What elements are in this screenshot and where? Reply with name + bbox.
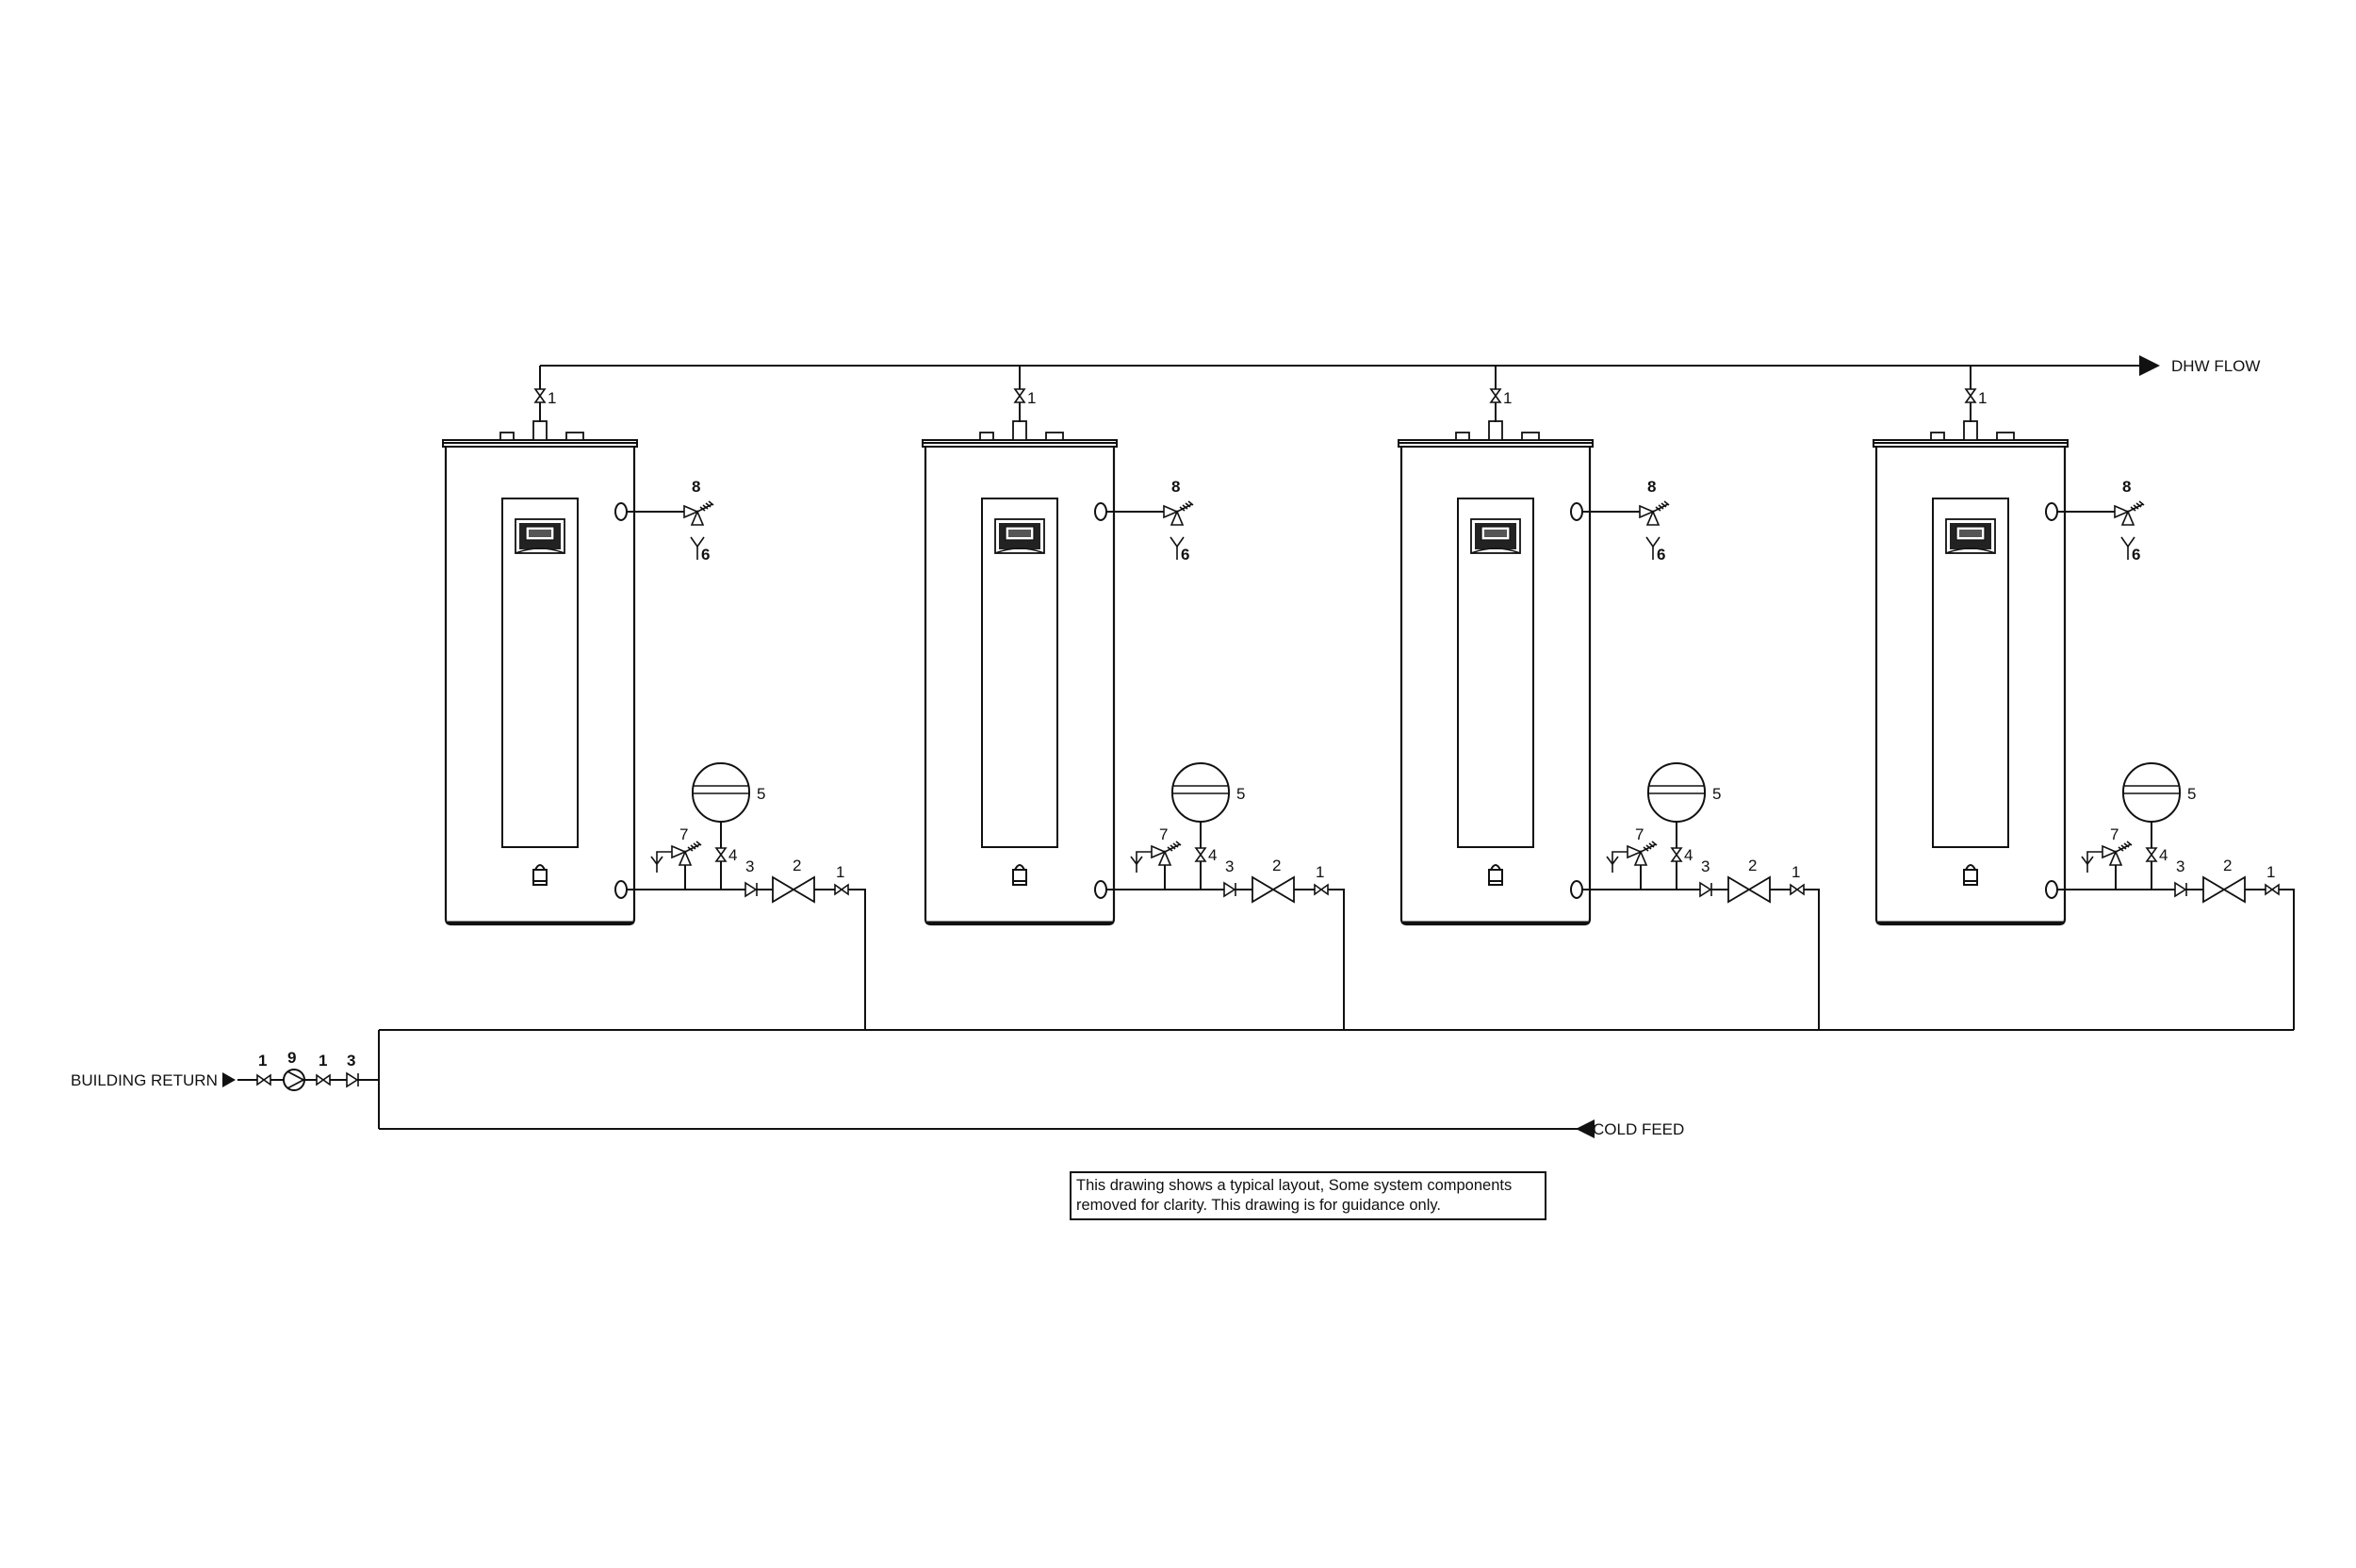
circulating-pump-icon (283, 1069, 305, 1091)
tag-1: 1 (548, 389, 556, 407)
expansion-relief-valve-icon (671, 841, 702, 866)
check-valve-icon (346, 1072, 359, 1087)
water-heater-1 (441, 419, 639, 926)
tp-relief-valve-icon (683, 500, 714, 526)
tag-4: 4 (2159, 846, 2168, 864)
check-valve-icon (2174, 882, 2187, 897)
tag-4: 4 (728, 846, 737, 864)
tag-1: 1 (1316, 863, 1324, 881)
tag-7: 7 (679, 825, 688, 843)
pressure-reducing-valve-icon (1727, 876, 1771, 903)
expansion-valve-icon (1195, 847, 1206, 862)
water-heater-2 (921, 419, 1119, 926)
isolation-valve-icon (1790, 884, 1805, 895)
tag-3: 3 (2176, 858, 2184, 875)
cold-header-pipes (237, 1029, 2294, 1130)
tag-1: 1 (1503, 389, 1512, 407)
isolation-valve-icon (534, 388, 546, 403)
guidance-note: This drawing shows a typical layout, Som… (1070, 1171, 1546, 1220)
tag-3: 3 (1225, 858, 1234, 875)
building-return-label: BUILDING RETURN (71, 1071, 218, 1089)
tag-1: 1 (1978, 389, 1987, 407)
isolation-valve-icon (1490, 388, 1501, 403)
isolation-valve-icon (834, 884, 849, 895)
check-valve-icon (1223, 882, 1236, 897)
expansion-relief-valve-icon (1151, 841, 1182, 866)
expansion-valve-icon (2146, 847, 2157, 862)
expansion-vessels (692, 762, 2181, 823)
water-heater-4 (1872, 419, 2070, 926)
dhw-risers (539, 366, 1972, 422)
tag-5: 5 (1236, 785, 1245, 803)
tag-7: 7 (1159, 825, 1168, 843)
check-valve-icon (744, 882, 758, 897)
tag-6: 6 (701, 546, 710, 564)
tag-1: 1 (1027, 389, 1036, 407)
note-line-2: removed for clarity. This drawing is for… (1076, 1197, 1441, 1214)
isolation-valve-icon (2265, 884, 2280, 895)
isolation-valve-icon (256, 1074, 271, 1086)
pressure-reducing-valve-icon (772, 876, 815, 903)
pressure-reducing-valve-icon (1252, 876, 1295, 903)
tag-1: 1 (319, 1052, 327, 1070)
isolation-valve-icon (1314, 884, 1329, 895)
tag-7: 7 (1635, 825, 1644, 843)
tag-8: 8 (692, 478, 700, 496)
cold-feed-arrow-icon (1576, 1119, 1595, 1138)
tag-7: 7 (2110, 825, 2119, 843)
pressure-reducing-valve-icon (2202, 876, 2246, 903)
tag-4: 4 (1208, 846, 1217, 864)
tag-2: 2 (1272, 857, 1281, 874)
expansion-vessel-diaphragms (694, 785, 2179, 794)
tp-relief-valve-icon (1639, 500, 1670, 526)
tag-8: 8 (2122, 478, 2131, 496)
tp-relief-valve-icon (1163, 500, 1194, 526)
tag-3: 3 (745, 858, 754, 875)
tag-2: 2 (2223, 857, 2232, 874)
tag-5: 5 (1712, 785, 1721, 803)
tag-8: 8 (1647, 478, 1656, 496)
isolation-valve-icon (1014, 388, 1025, 403)
tag-5: 5 (2187, 785, 2196, 803)
tag-9: 9 (287, 1049, 296, 1067)
expansion-relief-discharge (650, 851, 2102, 873)
isolation-valve-icon (316, 1074, 331, 1086)
isolation-valve-icon (1965, 388, 1976, 403)
tag-3: 3 (347, 1052, 355, 1070)
tag-5: 5 (757, 785, 765, 803)
note-line-1: This drawing shows a typical layout, Som… (1076, 1177, 1512, 1194)
dhw-flow-pipe (540, 355, 2160, 376)
tag-6: 6 (1657, 546, 1665, 564)
tag-1: 1 (1792, 863, 1800, 881)
building-return-arrow-icon (222, 1072, 236, 1087)
expansion-relief-valve-icon (2102, 841, 2133, 866)
water-heater-3 (1397, 419, 1595, 926)
tag-1: 1 (2266, 863, 2275, 881)
tag-3: 3 (1701, 858, 1710, 875)
tag-1: 1 (258, 1052, 267, 1070)
tp-relief-valve-icon (2114, 500, 2145, 526)
expansion-valve-icon (1671, 847, 1682, 862)
tag-6: 6 (1181, 546, 1189, 564)
tag-8: 8 (1171, 478, 1180, 496)
expansion-relief-valve-icon (1627, 841, 1658, 866)
tag-2: 2 (1748, 857, 1757, 874)
tag-6: 6 (2132, 546, 2140, 564)
dhw-flow-label: DHW FLOW (2171, 357, 2260, 375)
expansion-valve-icon (715, 847, 727, 862)
tag-1: 1 (836, 863, 844, 881)
check-valve-icon (1699, 882, 1712, 897)
tag-4: 4 (1684, 846, 1693, 864)
cold-feed-label: COLD FEED (1593, 1120, 1684, 1138)
tag-2: 2 (793, 857, 801, 874)
